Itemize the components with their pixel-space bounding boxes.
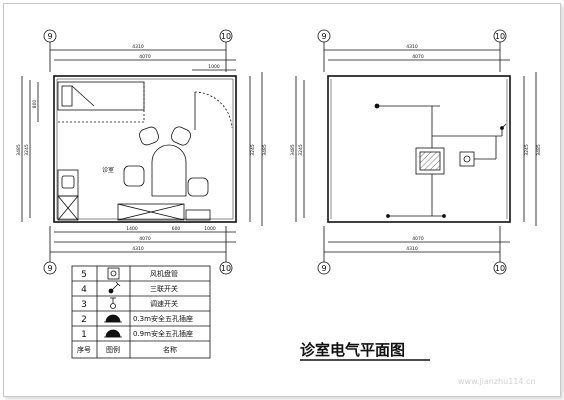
svg-text:3245: 3245 [250,144,256,156]
svg-text:10: 10 [495,32,505,41]
grid-bubble-10-bottom-right: 10 [493,261,507,275]
svg-text:4070: 4070 [412,236,424,242]
legend-no-2: 2 [81,315,87,325]
svg-text:4310: 4310 [406,246,418,252]
drawing-frame [3,3,561,397]
svg-text:4070: 4070 [139,236,151,242]
svg-text:4310: 4310 [132,246,144,252]
dimmer-switch-symbol-icon [110,297,116,309]
legend-header-name: 名称 [163,345,177,354]
svg-text:3485: 3485 [290,144,296,156]
svg-text:3485: 3485 [262,144,268,156]
dim-inner-width: 4070 [139,54,151,60]
bed [57,81,145,123]
dim-bottom-3: 1000 [204,226,216,232]
legend-no-1: 1 [81,330,87,340]
legend-no-4: 4 [81,285,87,295]
room-label: 诊室 [102,166,114,174]
legend-name-2: 0.3m安全五孔插座 [133,314,193,323]
legend-table: 5 风机盘管 4 三联开关 3 调速开关 2 0.3m安全五孔插座 [71,265,211,359]
legend-no-5: 5 [81,270,87,280]
door [194,91,233,130]
svg-text:4310: 4310 [406,44,418,50]
fan-coil-unit [415,147,445,175]
grid-bubble-10-bottom: 10 [219,261,233,275]
svg-text:9: 9 [47,264,52,273]
socket-symbol-icon [104,329,122,338]
chairs [123,126,209,197]
legend-name-4: 三联开关 [150,284,178,293]
legend-header-icon: 图例 [106,345,120,354]
svg-text:10: 10 [221,264,231,273]
furniture-plan: 9 10 4310 4070 1000 800 [16,29,268,275]
fan-coil-controller [459,151,475,167]
grid-bubble-9-bottom: 9 [43,261,57,275]
legend-name-5: 风机盘管 [150,269,178,278]
electrical-plan: 9 10 4310 4070 [290,29,542,275]
svg-text:9: 9 [321,32,326,41]
legend-name-3: 调速开关 [150,299,178,308]
plan-title: 诊室电气平面图 [300,341,405,359]
sink [57,169,79,221]
grid-bubble-9-top: 9 [43,29,57,43]
grid-bubble-10-top-right: 10 [493,29,507,43]
grid-bubble-9-top-right: 9 [317,29,331,43]
svg-text:10: 10 [495,264,505,273]
svg-text:3245: 3245 [524,144,530,156]
dim-bottom-1: 1400 [126,226,138,232]
desk [151,144,187,197]
cabinet [117,203,211,221]
socket-symbol-icon [104,314,122,323]
grid-bubble-10-top: 10 [219,29,233,43]
svg-text:9: 9 [47,32,52,41]
fan-coil-symbol-icon [107,267,120,280]
legend-header-no: 序号 [77,345,91,354]
triple-switch-symbol-icon [108,281,121,294]
legend-name-1: 0.9m安全五孔插座 [133,329,193,338]
dim-overall-width: 4310 [132,44,144,50]
wiring [374,103,507,218]
svg-text:3245: 3245 [298,144,304,156]
dim-overall-height-left: 3485 [16,144,22,156]
svg-text:10: 10 [221,32,231,41]
dim-door-offset: 1000 [208,64,220,70]
dim-inner-height-left: 3245 [24,144,30,156]
svg-text:9: 9 [321,264,326,273]
dim-bed-depth: 800 [32,100,38,109]
watermark: www.jianzhu114.cn [458,377,535,386]
svg-text:4070: 4070 [412,54,424,60]
legend-no-3: 3 [81,300,87,310]
grid-bubble-9-bottom-right: 9 [317,261,331,275]
svg-text:3485: 3485 [536,144,542,156]
dim-bottom-2: 600 [172,226,181,232]
